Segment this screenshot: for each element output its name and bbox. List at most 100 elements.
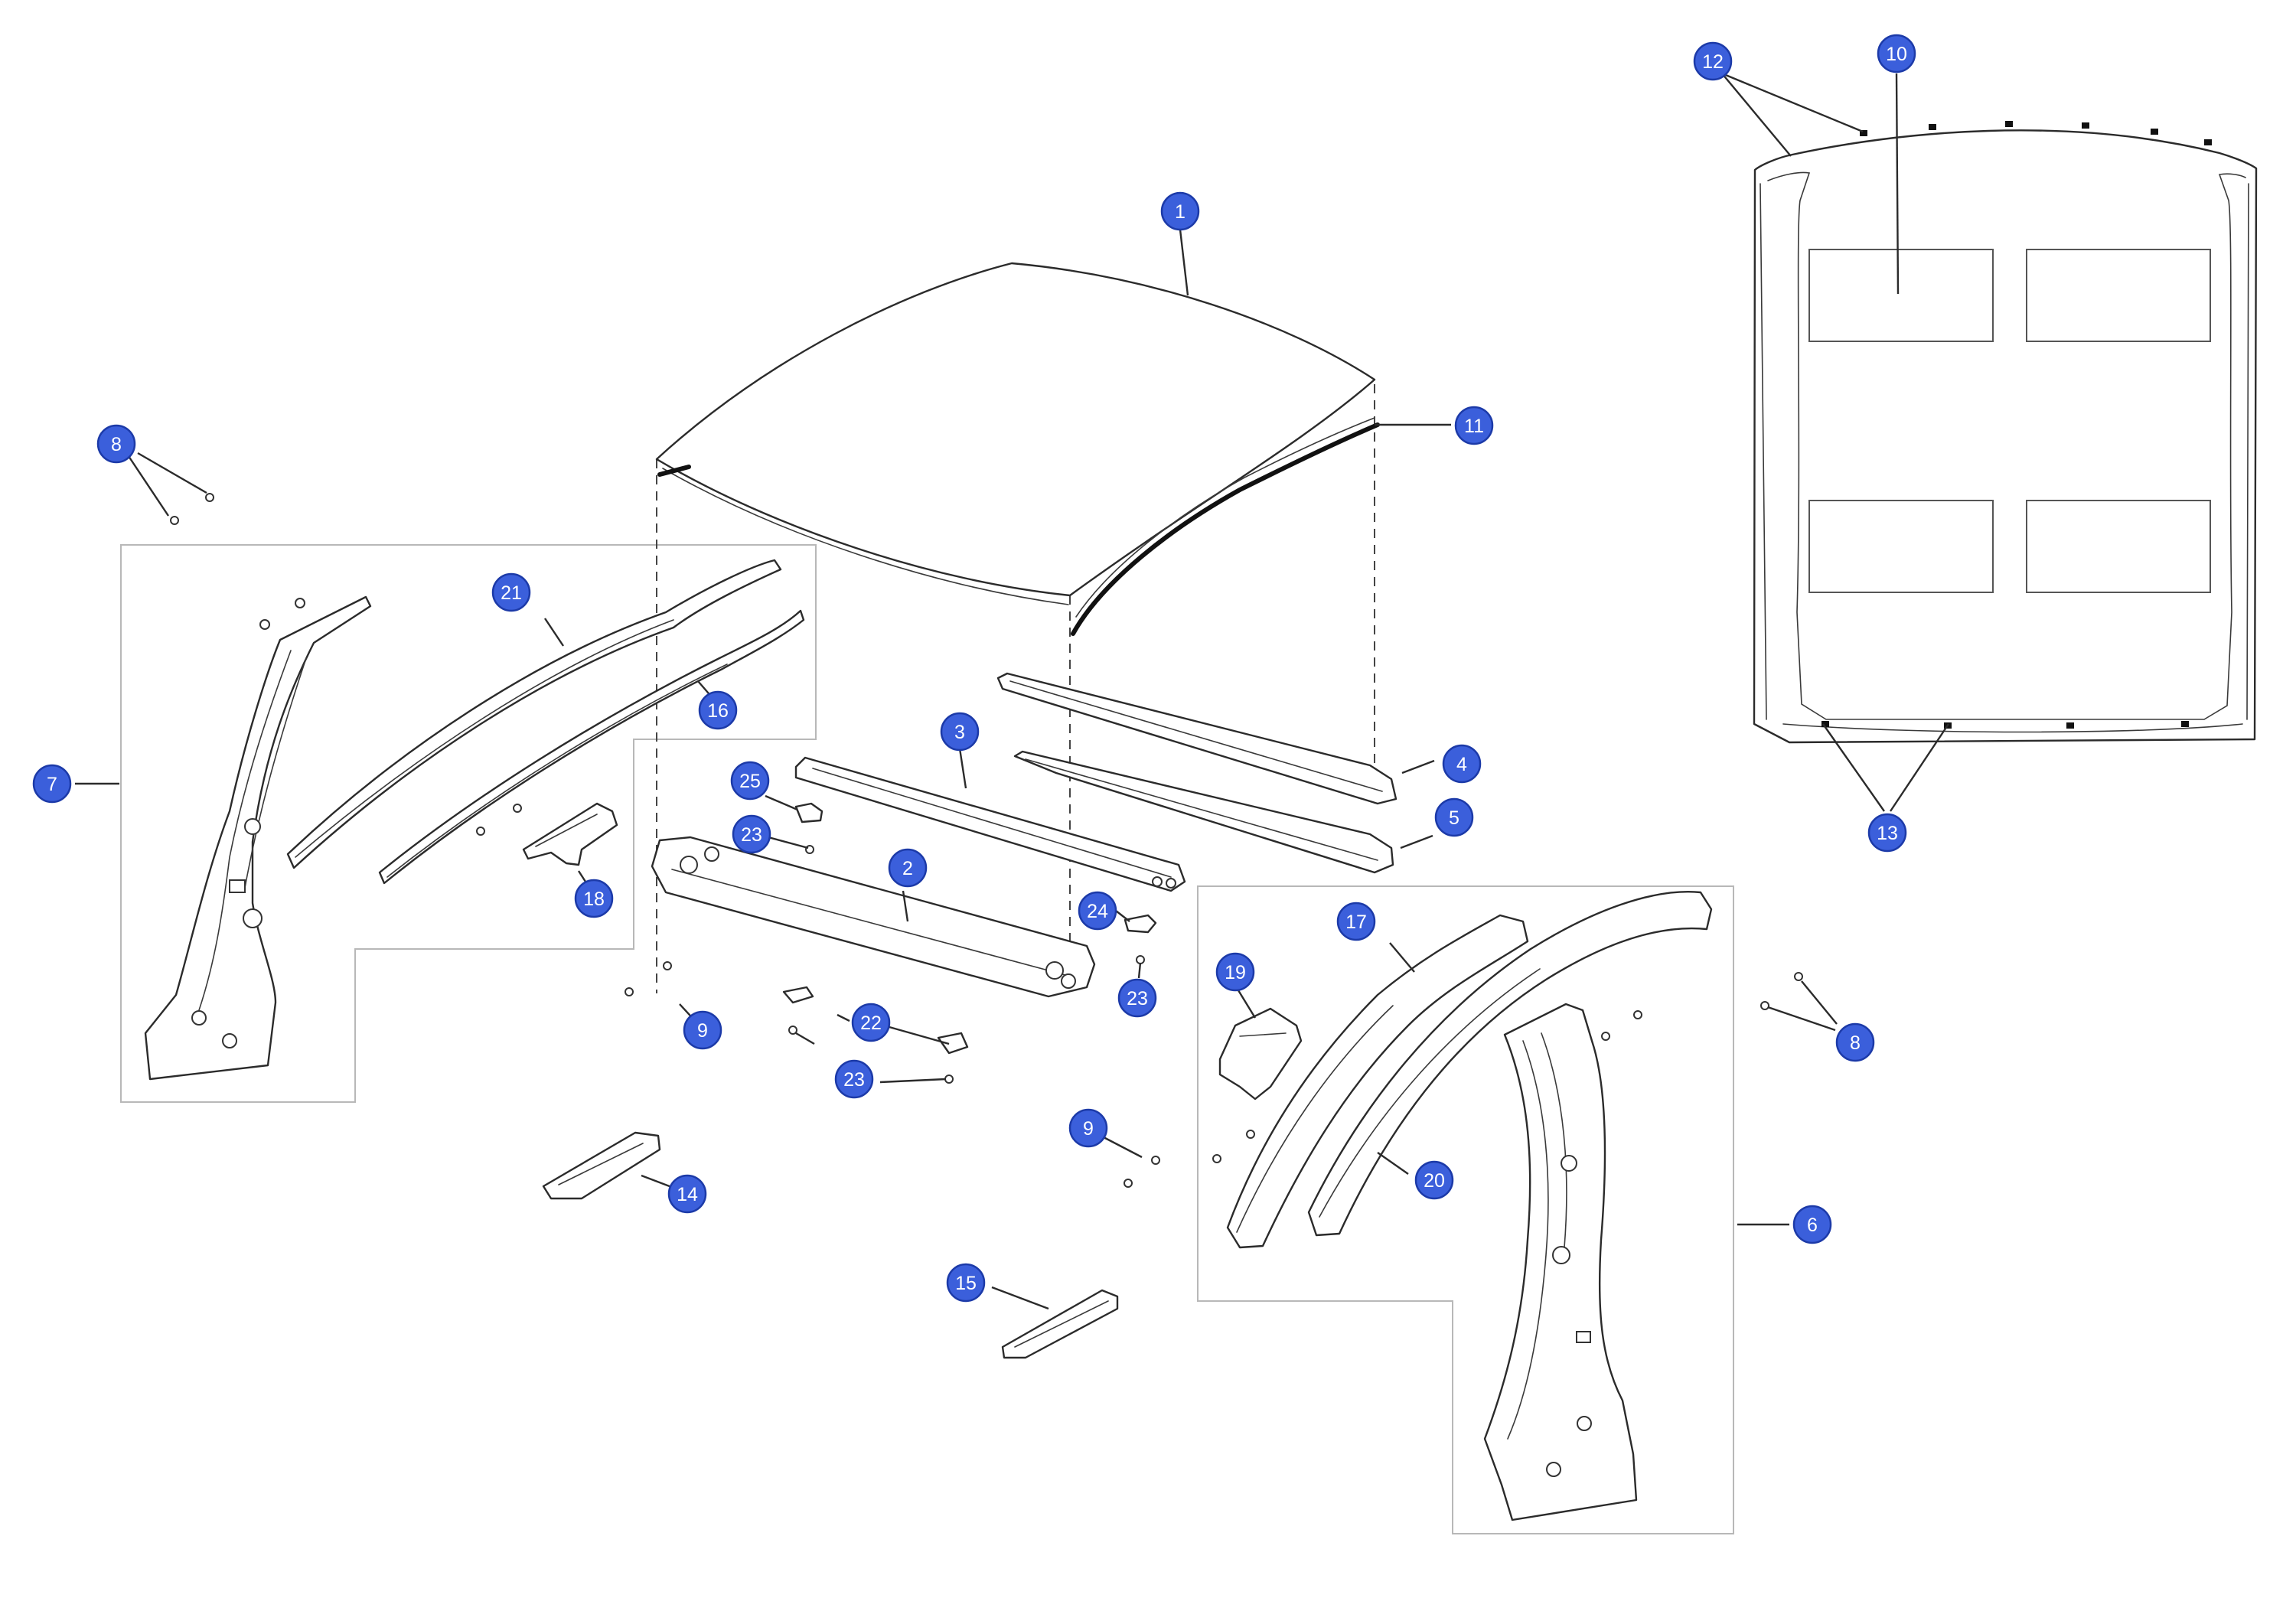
- callout-badge: [1877, 34, 1916, 73]
- rear-roof-bow: [996, 672, 1397, 805]
- right-pillar-group-box: [1197, 885, 1734, 1534]
- callout-number: 8: [111, 434, 122, 455]
- callout-number: 7: [47, 774, 57, 795]
- callout-1: 1: [1160, 191, 1200, 231]
- callout-badge: [888, 848, 928, 888]
- alignment-lines: [656, 384, 1375, 993]
- clip-25: [794, 802, 823, 823]
- callout-5: 5: [1434, 797, 1474, 837]
- rear-header-rail: [1013, 750, 1394, 874]
- callout-7: 7: [32, 764, 72, 804]
- callout-badge: [1693, 41, 1733, 81]
- roof-inner-view: [1753, 121, 2258, 744]
- callout-15: 15: [946, 1263, 986, 1303]
- clip-22b: [937, 1032, 969, 1055]
- callout-18: 18: [574, 879, 614, 918]
- callout-badge: [1454, 406, 1494, 445]
- callout-number: 10: [1886, 44, 1907, 65]
- callout-badge: [1117, 978, 1157, 1018]
- left-roof-rail-outer: [286, 559, 782, 869]
- callout-number: 5: [1449, 807, 1459, 829]
- callout-6: 6: [1792, 1205, 1832, 1244]
- callout-23: 23: [732, 814, 771, 854]
- callout-badge: [1414, 1160, 1454, 1200]
- callout-badge: [698, 690, 738, 730]
- callout-badge: [1160, 191, 1200, 231]
- callout-badge: [1442, 744, 1482, 784]
- callout-23: 23: [1117, 978, 1157, 1018]
- callout-badge: [946, 1263, 986, 1303]
- callout-badge: [1835, 1022, 1875, 1062]
- leader-lines: [75, 72, 1949, 1310]
- callout-badge: [667, 1174, 707, 1214]
- callout-number: 3: [954, 722, 965, 743]
- callout-number: 23: [1127, 988, 1148, 1009]
- callout-number: 19: [1225, 962, 1246, 983]
- callout-25: 25: [730, 761, 770, 801]
- callout-12: 12: [1693, 41, 1733, 81]
- callout-badge: [491, 572, 531, 612]
- callout-4: 4: [1442, 744, 1482, 784]
- lower-bracket-15: [1001, 1289, 1119, 1359]
- callout-number: 12: [1702, 51, 1724, 73]
- callout-number: 25: [739, 771, 761, 792]
- callout-badge: [1867, 813, 1907, 853]
- callout-20: 20: [1414, 1160, 1454, 1200]
- callout-9: 9: [683, 1010, 722, 1050]
- lower-bracket-14: [542, 1131, 661, 1200]
- callout-24: 24: [1078, 891, 1117, 931]
- callout-badge: [32, 764, 72, 804]
- fasteners: [170, 493, 1803, 1188]
- callouts: 1234567889910111213141516171819202122232…: [32, 34, 1916, 1303]
- clip-22a: [782, 986, 814, 1004]
- left-bracket: [522, 802, 618, 866]
- callout-badge: [1078, 891, 1117, 931]
- callout-11: 11: [1454, 406, 1494, 445]
- clip-24: [1124, 914, 1157, 934]
- callout-badge: [1336, 902, 1376, 941]
- callout-badge: [851, 1003, 891, 1042]
- callout-13: 13: [1867, 813, 1907, 853]
- callout-number: 9: [697, 1020, 708, 1042]
- callout-8: 8: [96, 424, 136, 464]
- callout-number: 15: [955, 1273, 977, 1294]
- callout-9: 9: [1068, 1108, 1108, 1148]
- roof-panel: [655, 262, 1376, 605]
- callout-badge: [730, 761, 770, 801]
- callout-number: 14: [677, 1184, 698, 1205]
- callout-number: 6: [1807, 1215, 1818, 1236]
- callout-badge: [834, 1059, 874, 1099]
- callout-19: 19: [1215, 952, 1255, 992]
- callout-14: 14: [667, 1174, 707, 1214]
- roof-side-seal: [1071, 422, 1380, 636]
- callout-badge: [1792, 1205, 1832, 1244]
- callout-number: 11: [1464, 416, 1484, 437]
- callout-16: 16: [698, 690, 738, 730]
- callout-3: 3: [940, 712, 980, 752]
- callout-badge: [683, 1010, 722, 1050]
- callout-number: 9: [1083, 1118, 1094, 1140]
- right-roof-rail-inner: [1226, 914, 1529, 1249]
- front-header-panel: [651, 836, 1096, 998]
- callout-number: 23: [843, 1069, 865, 1091]
- callout-17: 17: [1336, 902, 1376, 941]
- left-pillar-group-box: [120, 544, 817, 1103]
- callout-number: 22: [860, 1013, 882, 1034]
- callout-badge: [1215, 952, 1255, 992]
- callout-badge: [574, 879, 614, 918]
- callout-number: 23: [741, 824, 762, 846]
- callout-8: 8: [1835, 1022, 1875, 1062]
- callout-number: 18: [583, 889, 605, 910]
- left-a-pillar: [144, 595, 372, 1081]
- callout-10: 10: [1877, 34, 1916, 73]
- callout-number: 16: [707, 700, 729, 722]
- callout-number: 13: [1877, 823, 1898, 844]
- callout-badge: [96, 424, 136, 464]
- callout-badge: [940, 712, 980, 752]
- callout-number: 8: [1850, 1032, 1861, 1054]
- left-roof-rail-inner: [378, 609, 805, 885]
- callout-23: 23: [834, 1059, 874, 1099]
- roof-bow: [794, 756, 1186, 892]
- callout-badge: [1434, 797, 1474, 837]
